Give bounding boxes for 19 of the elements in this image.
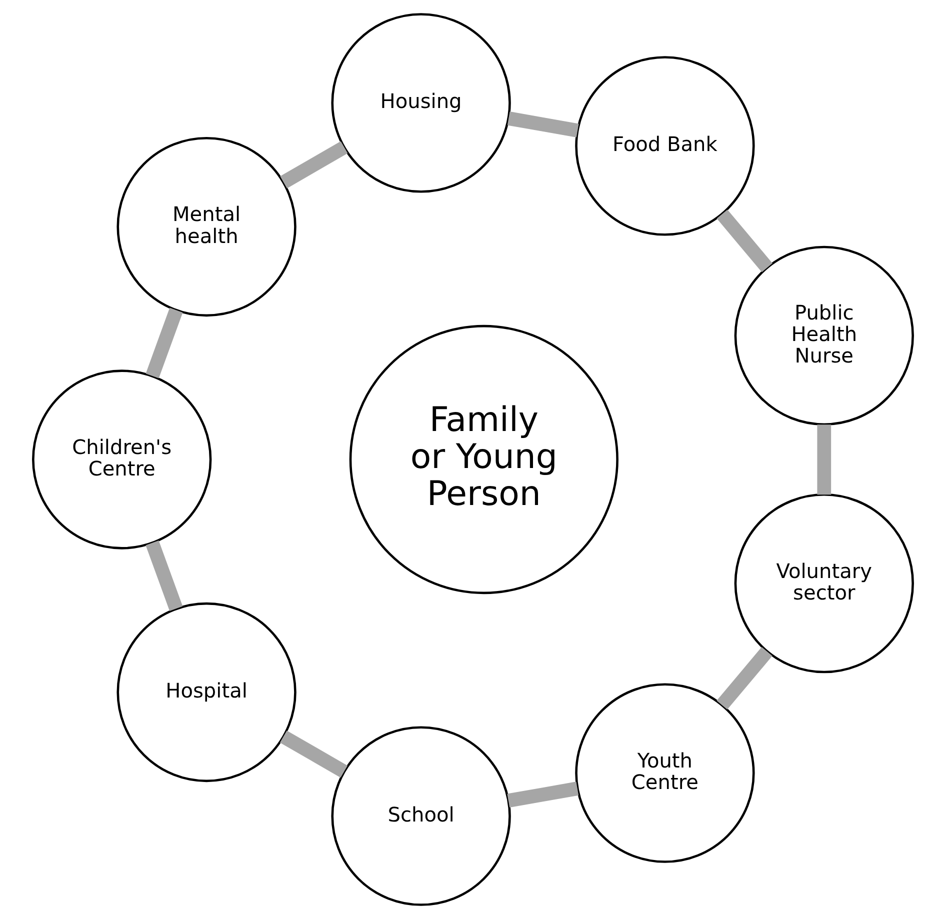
- connector: [280, 141, 348, 188]
- node-circle: Mental health: [116, 136, 296, 317]
- node-circle: Housing: [331, 13, 511, 193]
- connector: [716, 647, 772, 710]
- node-circle: Children's Centre: [32, 370, 212, 550]
- node-circle: Youth Centre: [575, 683, 755, 863]
- connector: [716, 210, 772, 272]
- connector: [507, 782, 579, 808]
- connector: [280, 730, 348, 778]
- connector: [507, 112, 579, 138]
- node-circle: Public Health Nurse: [734, 246, 914, 426]
- node-circle: Family or Young Person: [349, 324, 618, 594]
- connector: [146, 540, 183, 612]
- node-circle: Voluntary sector: [734, 494, 914, 674]
- connector: [146, 308, 183, 378]
- node-circle: School: [331, 726, 511, 906]
- connector: [817, 424, 832, 495]
- node-circle: Food Bank: [575, 56, 755, 236]
- node-circle: Hospital: [116, 602, 296, 782]
